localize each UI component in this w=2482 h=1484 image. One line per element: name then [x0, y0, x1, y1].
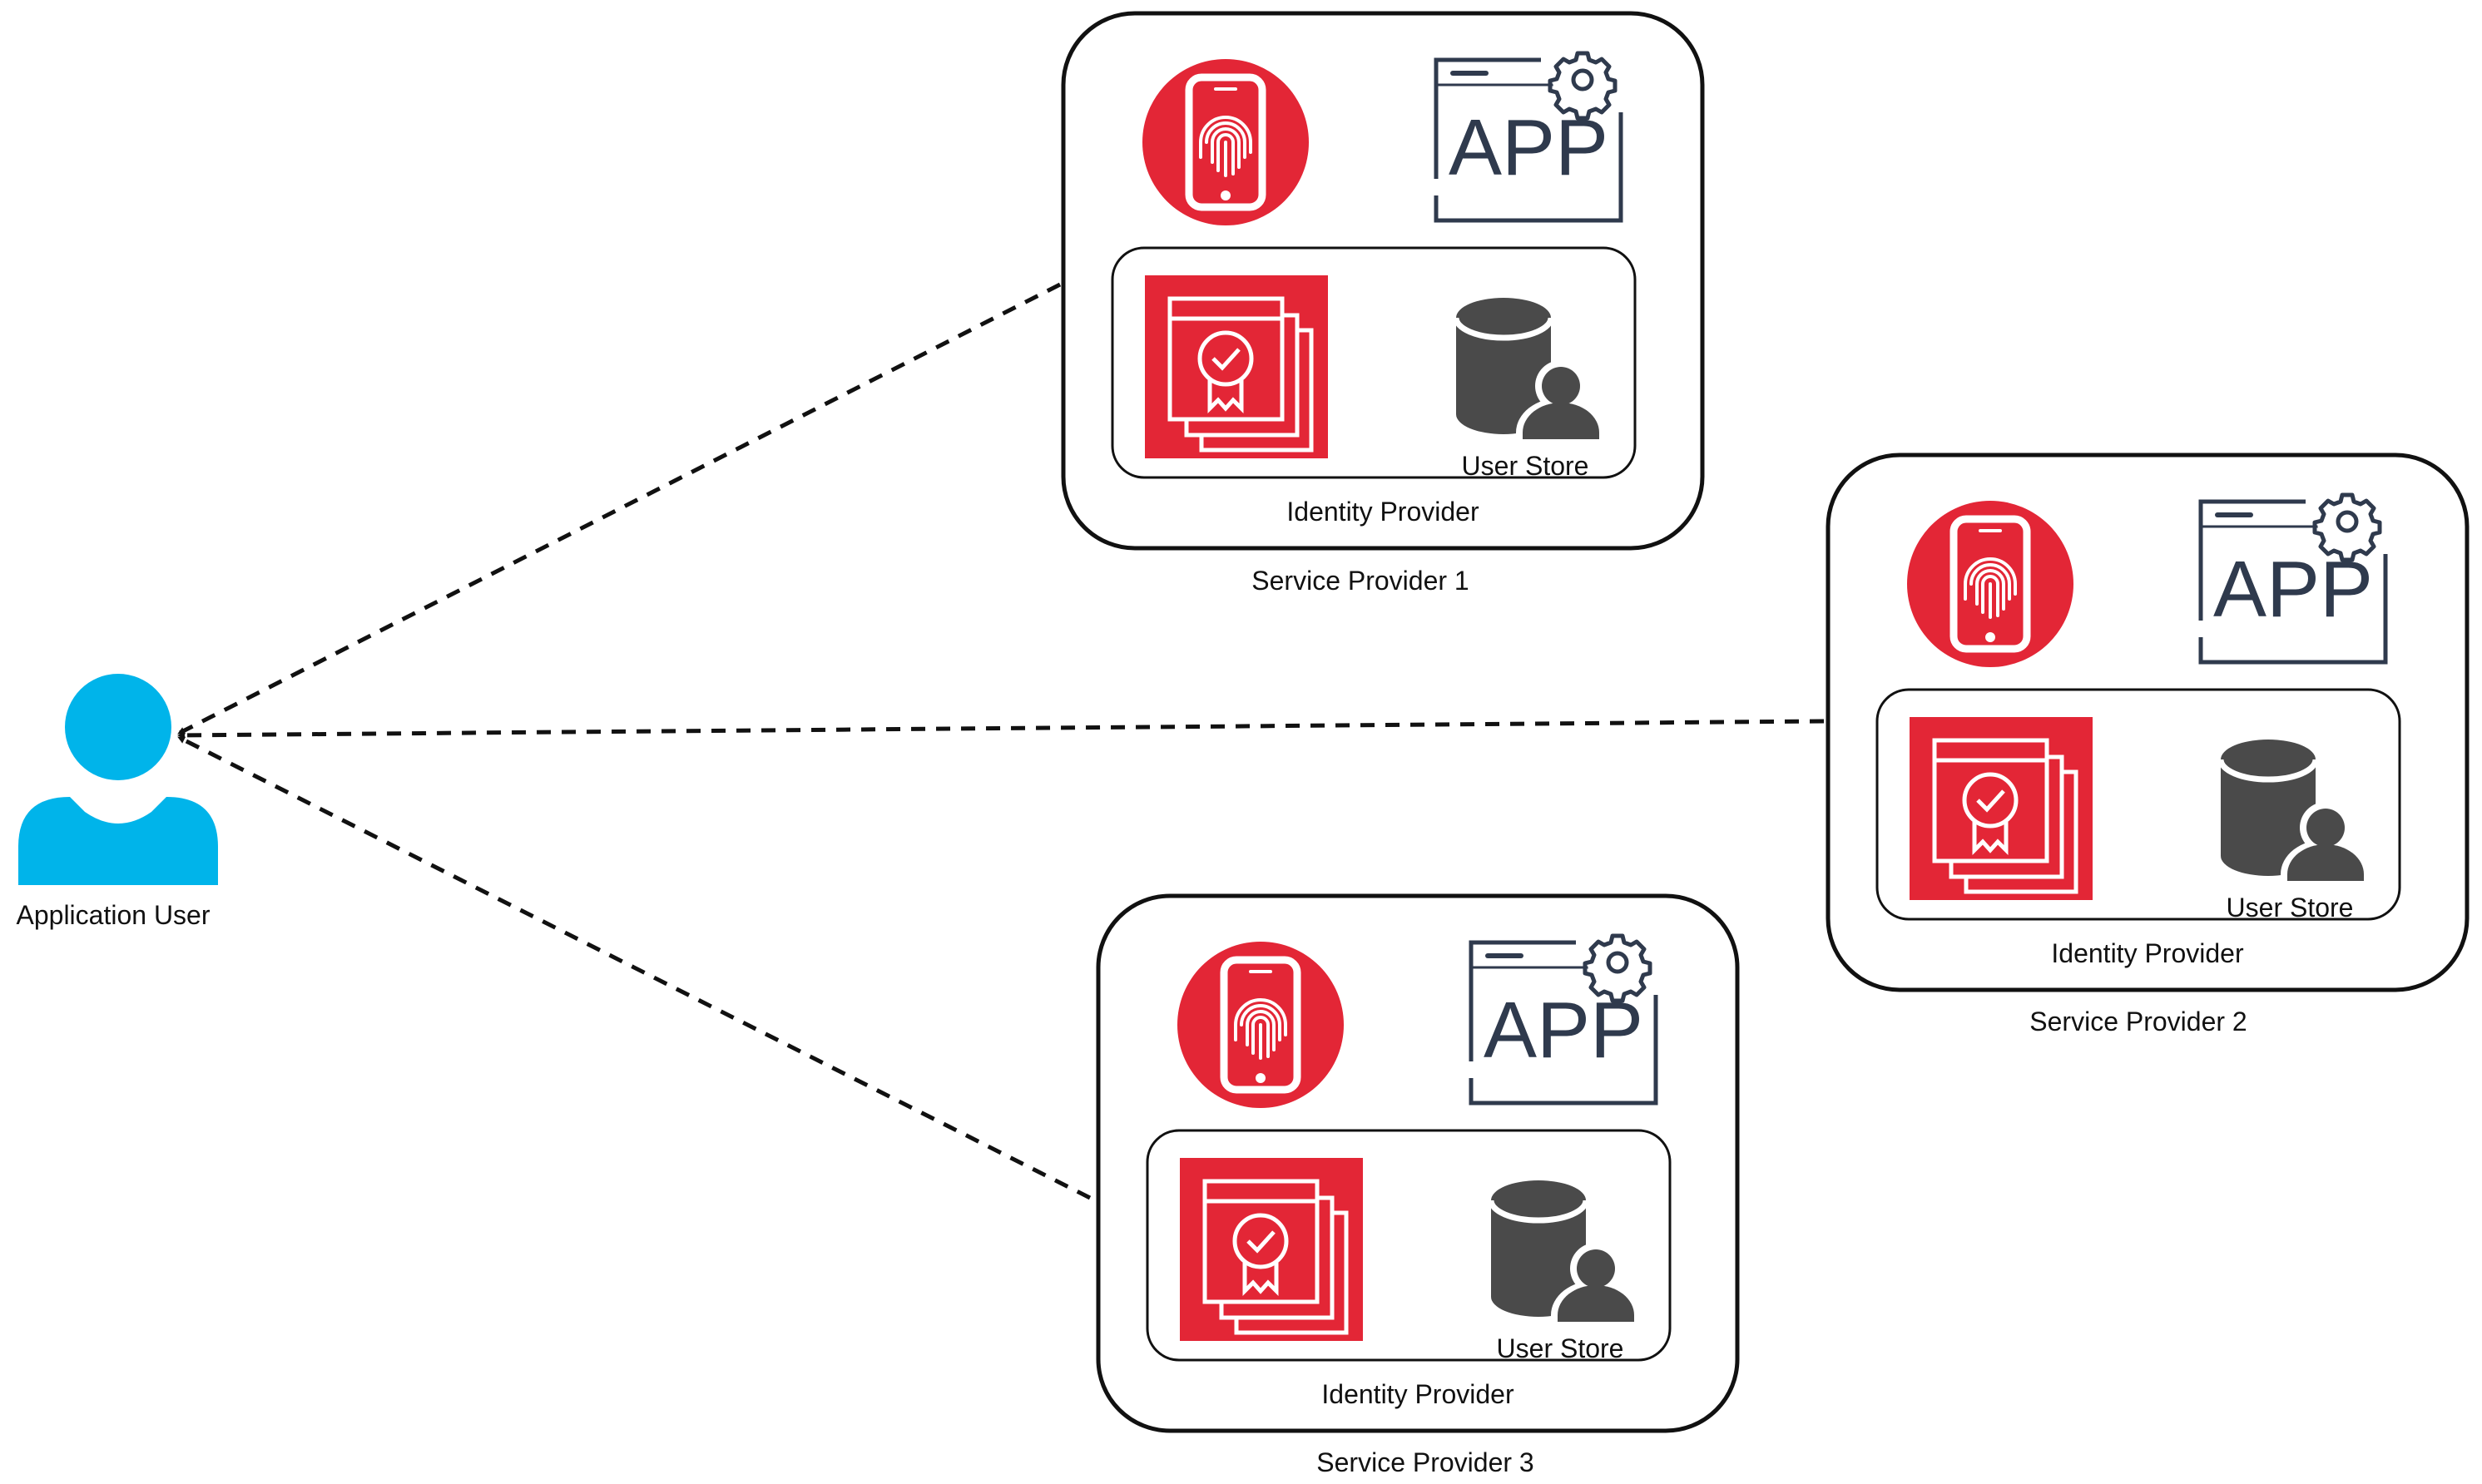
- connection-sp3-user: [176, 735, 1092, 1200]
- app-label: APP: [1449, 103, 1608, 192]
- application-user: Application User: [17, 674, 218, 930]
- user-icon: [18, 674, 218, 885]
- app-label: APP: [2213, 545, 2373, 634]
- identity-provider-label: Identity Provider: [1321, 1379, 1514, 1409]
- service-provider-1-label: Service Provider 1: [1251, 566, 1469, 596]
- service-provider-3: APP User Store Identity Provider: [1096, 893, 1740, 1433]
- identity-provider-label: Identity Provider: [2051, 938, 2244, 968]
- fingerprint-phone-icon: [1907, 501, 2073, 667]
- service-provider-3-label: Service Provider 3: [1316, 1447, 1533, 1477]
- identity-provider-label: Identity Provider: [1286, 497, 1479, 527]
- user-store-label: User Store: [1462, 451, 1589, 481]
- service-provider-2: APP User Store Identity Provider: [1826, 453, 2470, 992]
- user-store-label: User Store: [2227, 893, 2354, 923]
- connections: [176, 282, 1825, 1200]
- app-label: APP: [1484, 986, 1643, 1075]
- fingerprint-phone-icon: [1142, 59, 1309, 225]
- user-store-label: User Store: [1497, 1333, 1624, 1363]
- service-provider-1: APP User Store Identity Provider: [1061, 11, 1705, 551]
- connection-sp2-user: [177, 719, 1825, 740]
- fingerprint-phone-icon: [1177, 942, 1344, 1108]
- certificate-icon: [1145, 275, 1328, 458]
- service-provider-2-label: Service Provider 2: [2029, 1007, 2247, 1036]
- application-user-label: Application User: [17, 900, 211, 930]
- certificate-icon: [1910, 717, 2093, 900]
- connection-sp1-user: [176, 282, 1062, 736]
- certificate-icon: [1180, 1158, 1363, 1341]
